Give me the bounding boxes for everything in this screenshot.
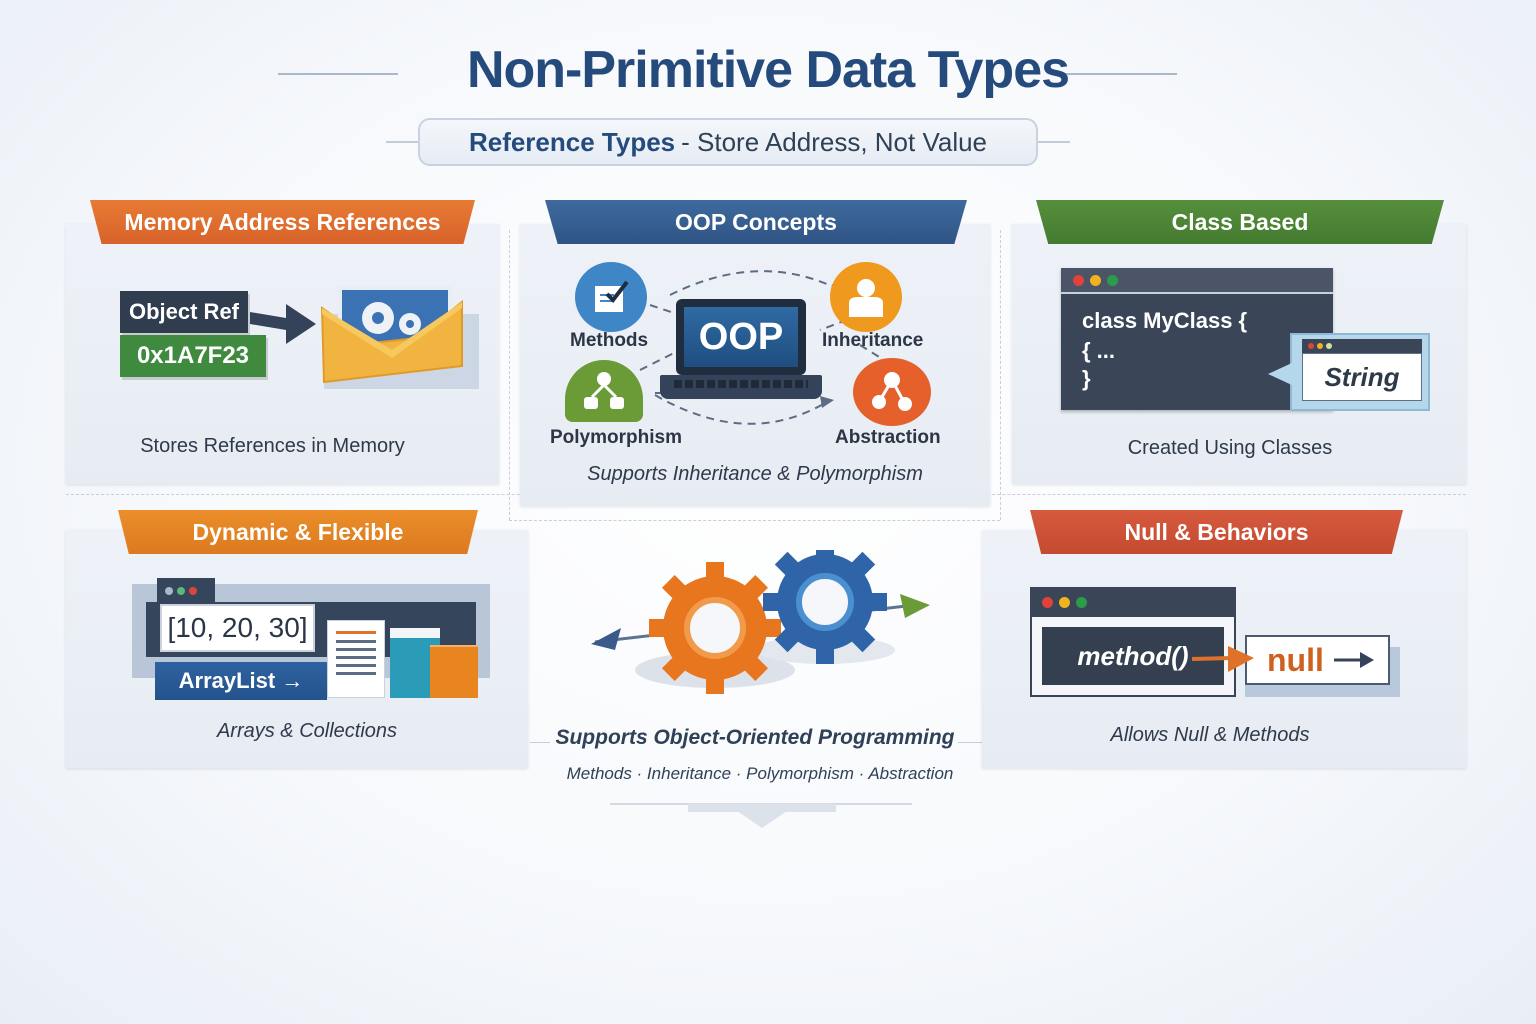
network-icon [872, 372, 912, 411]
mini-window-tab [157, 578, 215, 604]
object-ref-label: Object Ref [120, 291, 248, 333]
class-ribbon: Class Based [1036, 200, 1444, 244]
polymorphism-label: Polymorphism [550, 427, 682, 448]
string-bubble: String [1290, 333, 1430, 411]
maximize-dot-icon [1107, 274, 1118, 286]
oop-center-label: OOP [684, 307, 798, 367]
array-value: [10, 20, 30] [160, 604, 315, 652]
center-line-left [530, 742, 550, 743]
dot-icon [165, 587, 173, 595]
subtitle-divider-left [386, 141, 420, 143]
col-divider-right [1000, 230, 1001, 520]
orange-arrow-icon [1192, 646, 1254, 672]
class-caption: Created Using Classes [1127, 437, 1333, 459]
checklist-icon [595, 280, 629, 312]
arrow-right-icon [900, 594, 930, 618]
title-divider-right [1057, 73, 1177, 75]
inheritance-node [830, 262, 902, 332]
window-titlebar [1061, 268, 1333, 294]
subtitle-banner: Reference Types - Store Address, Not Val… [418, 118, 1038, 166]
null-caption: Allows Null & Methods [1110, 724, 1310, 746]
dot-icon [177, 587, 185, 595]
string-label: String [1302, 353, 1422, 401]
page-title: Non-Primitive Data Types [466, 41, 1070, 99]
code-line-1: class MyClass { [1082, 308, 1248, 333]
bottom-tab [688, 804, 836, 812]
methods-label: Methods [570, 330, 649, 351]
chevron-down-icon [737, 811, 787, 828]
abstraction-node [853, 358, 931, 426]
memory-ribbon: Memory Address References [90, 200, 475, 244]
close-dot-icon [1042, 596, 1053, 608]
polymorphism-node [565, 360, 643, 422]
title-divider-left [278, 73, 398, 75]
laptop-keyboard [660, 375, 822, 399]
laptop-icon: OOP [676, 299, 806, 375]
document-icon [327, 620, 385, 698]
arrow-left-icon [591, 628, 621, 650]
null-ribbon: Null & Behaviors [1030, 510, 1403, 554]
minimize-dot-icon [1090, 274, 1101, 286]
dynamic-ribbon: Dynamic & Flexible [118, 510, 478, 554]
folder-orange-icon [430, 645, 478, 698]
arraylist-label: ArrayList → [155, 662, 327, 700]
dynamic-caption: Arrays & Collections [216, 720, 398, 742]
address-label: 0x1A7F23 [120, 335, 266, 377]
subtitle-text: - Store Address, Not Value [681, 126, 988, 157]
hierarchy-icon [584, 372, 624, 409]
null-label: null [1267, 641, 1324, 678]
oop-caption: Supports Inheritance & Polymorphism [587, 463, 923, 485]
bubble-titlebar [1302, 339, 1422, 353]
gears-icon [591, 550, 930, 694]
window-titlebar [1030, 587, 1236, 617]
maximize-dot-icon [1076, 596, 1087, 608]
abstraction-label: Abstraction [835, 427, 941, 448]
dot-icon [189, 587, 197, 595]
method-window: method() [1030, 587, 1236, 697]
bubble-pointer [1268, 362, 1294, 386]
person-icon [849, 279, 883, 317]
inheritance-label: Inheritance [822, 330, 924, 351]
col-divider-left [509, 230, 510, 520]
method-label: method() [1042, 627, 1224, 685]
minimize-dot-icon [1059, 596, 1070, 608]
code-line-2: { ... [1082, 338, 1116, 363]
center-divider [509, 520, 1000, 521]
oop-ribbon: OOP Concepts [545, 200, 967, 244]
minimize-dot-icon [1317, 343, 1323, 349]
maximize-dot-icon [1326, 343, 1332, 349]
envelope-gears-icon [320, 286, 479, 389]
arrow-right-icon [250, 304, 316, 344]
code-line-3: } [1082, 366, 1091, 391]
close-dot-icon [1073, 274, 1084, 286]
close-dot-icon [1308, 343, 1314, 349]
code-window: class MyClass { { ... } [1061, 268, 1333, 410]
null-box: null [1245, 635, 1390, 685]
center-line-right [958, 742, 984, 743]
subtitle-bold: Reference Types [468, 126, 676, 157]
center-items: Methods · Inheritance · Polymorphism · A… [566, 764, 954, 783]
arrow-right-icon [1333, 652, 1374, 668]
methods-node [575, 262, 647, 332]
subtitle-divider-right [1036, 141, 1070, 143]
memory-caption: Stores References in Memory [140, 435, 405, 457]
center-title: Supports Object-Oriented Programming [555, 726, 955, 749]
